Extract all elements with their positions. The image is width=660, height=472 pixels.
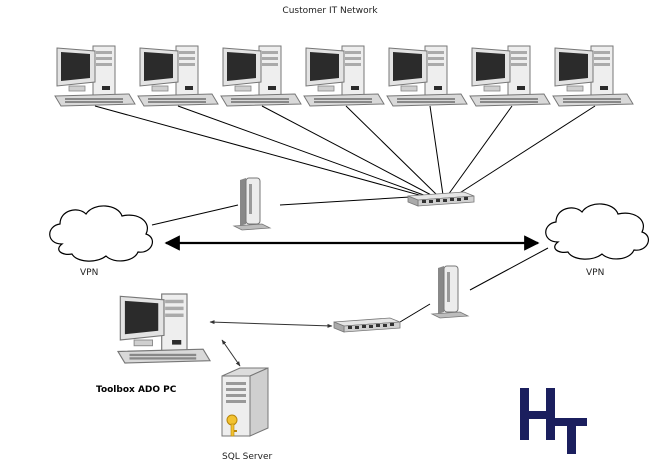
toolbox-pc-label: Toolbox ADO PC xyxy=(96,385,177,395)
vpn-left-label: VPN xyxy=(80,268,99,278)
sql-server-label: SQL Server xyxy=(222,452,273,462)
computer-icon xyxy=(117,293,211,364)
switch-icon xyxy=(333,317,401,333)
computer-icon xyxy=(303,45,385,107)
cloud-icon xyxy=(49,205,154,262)
key-icon xyxy=(226,414,238,437)
diagram-title: Customer IT Network xyxy=(282,6,378,16)
cloud-router-link xyxy=(151,204,239,226)
ht-logo xyxy=(520,388,587,454)
router-switch-link xyxy=(279,196,411,206)
computer-icon xyxy=(552,45,634,107)
computer-icon xyxy=(386,45,468,107)
computer-icon xyxy=(137,45,219,107)
router-switch-link-bottom xyxy=(399,303,431,323)
switch-icon xyxy=(407,191,475,207)
pc-server-link xyxy=(221,339,241,367)
router-icon xyxy=(431,265,469,319)
computer-icon xyxy=(54,45,136,107)
cloud-icon xyxy=(545,203,650,260)
pc-switch-links xyxy=(94,105,596,199)
computer-icon xyxy=(220,45,302,107)
server-icon xyxy=(221,367,269,437)
pc-switch-link xyxy=(209,320,333,328)
vpn-right-label: VPN xyxy=(586,268,605,278)
computer-icon xyxy=(469,45,551,107)
router-icon xyxy=(233,177,271,231)
cloud-router-link-right xyxy=(469,247,549,291)
